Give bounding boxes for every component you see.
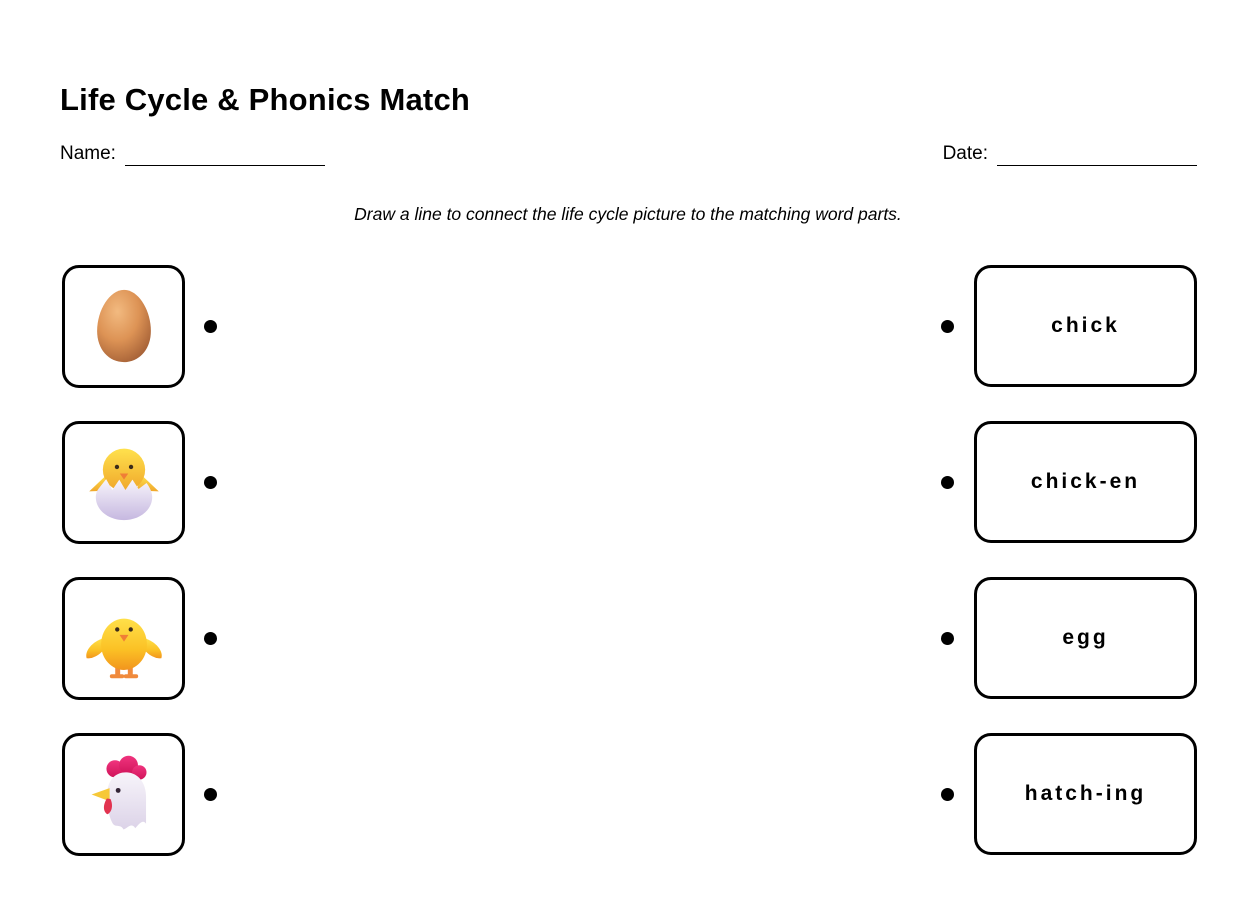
word-card[interactable]: chick [974,265,1197,388]
connector-dot-right[interactable] [941,631,954,645]
match-row: chick-en [62,420,1197,544]
instruction-text: Draw a line to connect the life cycle pi… [354,203,902,224]
picture-card-chick[interactable] [62,576,185,700]
date-label: Date: [942,143,988,165]
chick-icon [79,593,169,683]
connector-dot-left[interactable] [204,319,217,333]
word-side: egg [941,577,1197,700]
connector-dot-left[interactable] [204,631,217,645]
name-field: Name: [60,143,325,166]
name-date-row: Name: Date: [60,143,1197,166]
word-card[interactable]: egg [974,577,1197,700]
picture-side [62,576,217,700]
word-card-text: chick-en [1030,470,1141,494]
picture-card-chicken[interactable] [62,732,185,856]
page-title: Life Cycle & Phonics Match [60,82,471,117]
connector-dot-right[interactable] [941,475,954,489]
connector-dot-left[interactable] [204,787,217,801]
name-label: Name: [60,143,116,165]
word-card[interactable]: chick-en [974,421,1197,544]
chicken-icon [79,749,169,839]
word-side: chick-en [941,421,1197,544]
word-card-text: chick [1051,314,1120,338]
word-side: chick [941,265,1197,388]
picture-side [62,420,217,544]
match-row: chick [62,264,1197,388]
match-row: egg [62,576,1197,700]
word-card-text: hatch-ing [1024,782,1147,806]
date-field: Date: [943,143,1197,166]
date-blank-line[interactable] [997,144,1197,166]
match-row: hatch-ing [62,732,1197,856]
word-side: hatch-ing [941,733,1197,856]
picture-side [62,732,217,856]
egg-icon [82,284,166,368]
word-card-text: egg [1062,626,1109,650]
picture-card-egg[interactable] [62,264,185,388]
picture-card-hatching-chick[interactable] [62,420,185,544]
connector-dot-right[interactable] [941,787,954,801]
matching-area: chick chick-en [0,264,1256,856]
picture-side [62,264,217,388]
word-card[interactable]: hatch-ing [974,733,1197,856]
connector-dot-right[interactable] [941,319,954,333]
hatching-chick-icon [77,435,171,529]
name-blank-line[interactable] [124,144,325,166]
connector-dot-left[interactable] [204,475,217,489]
